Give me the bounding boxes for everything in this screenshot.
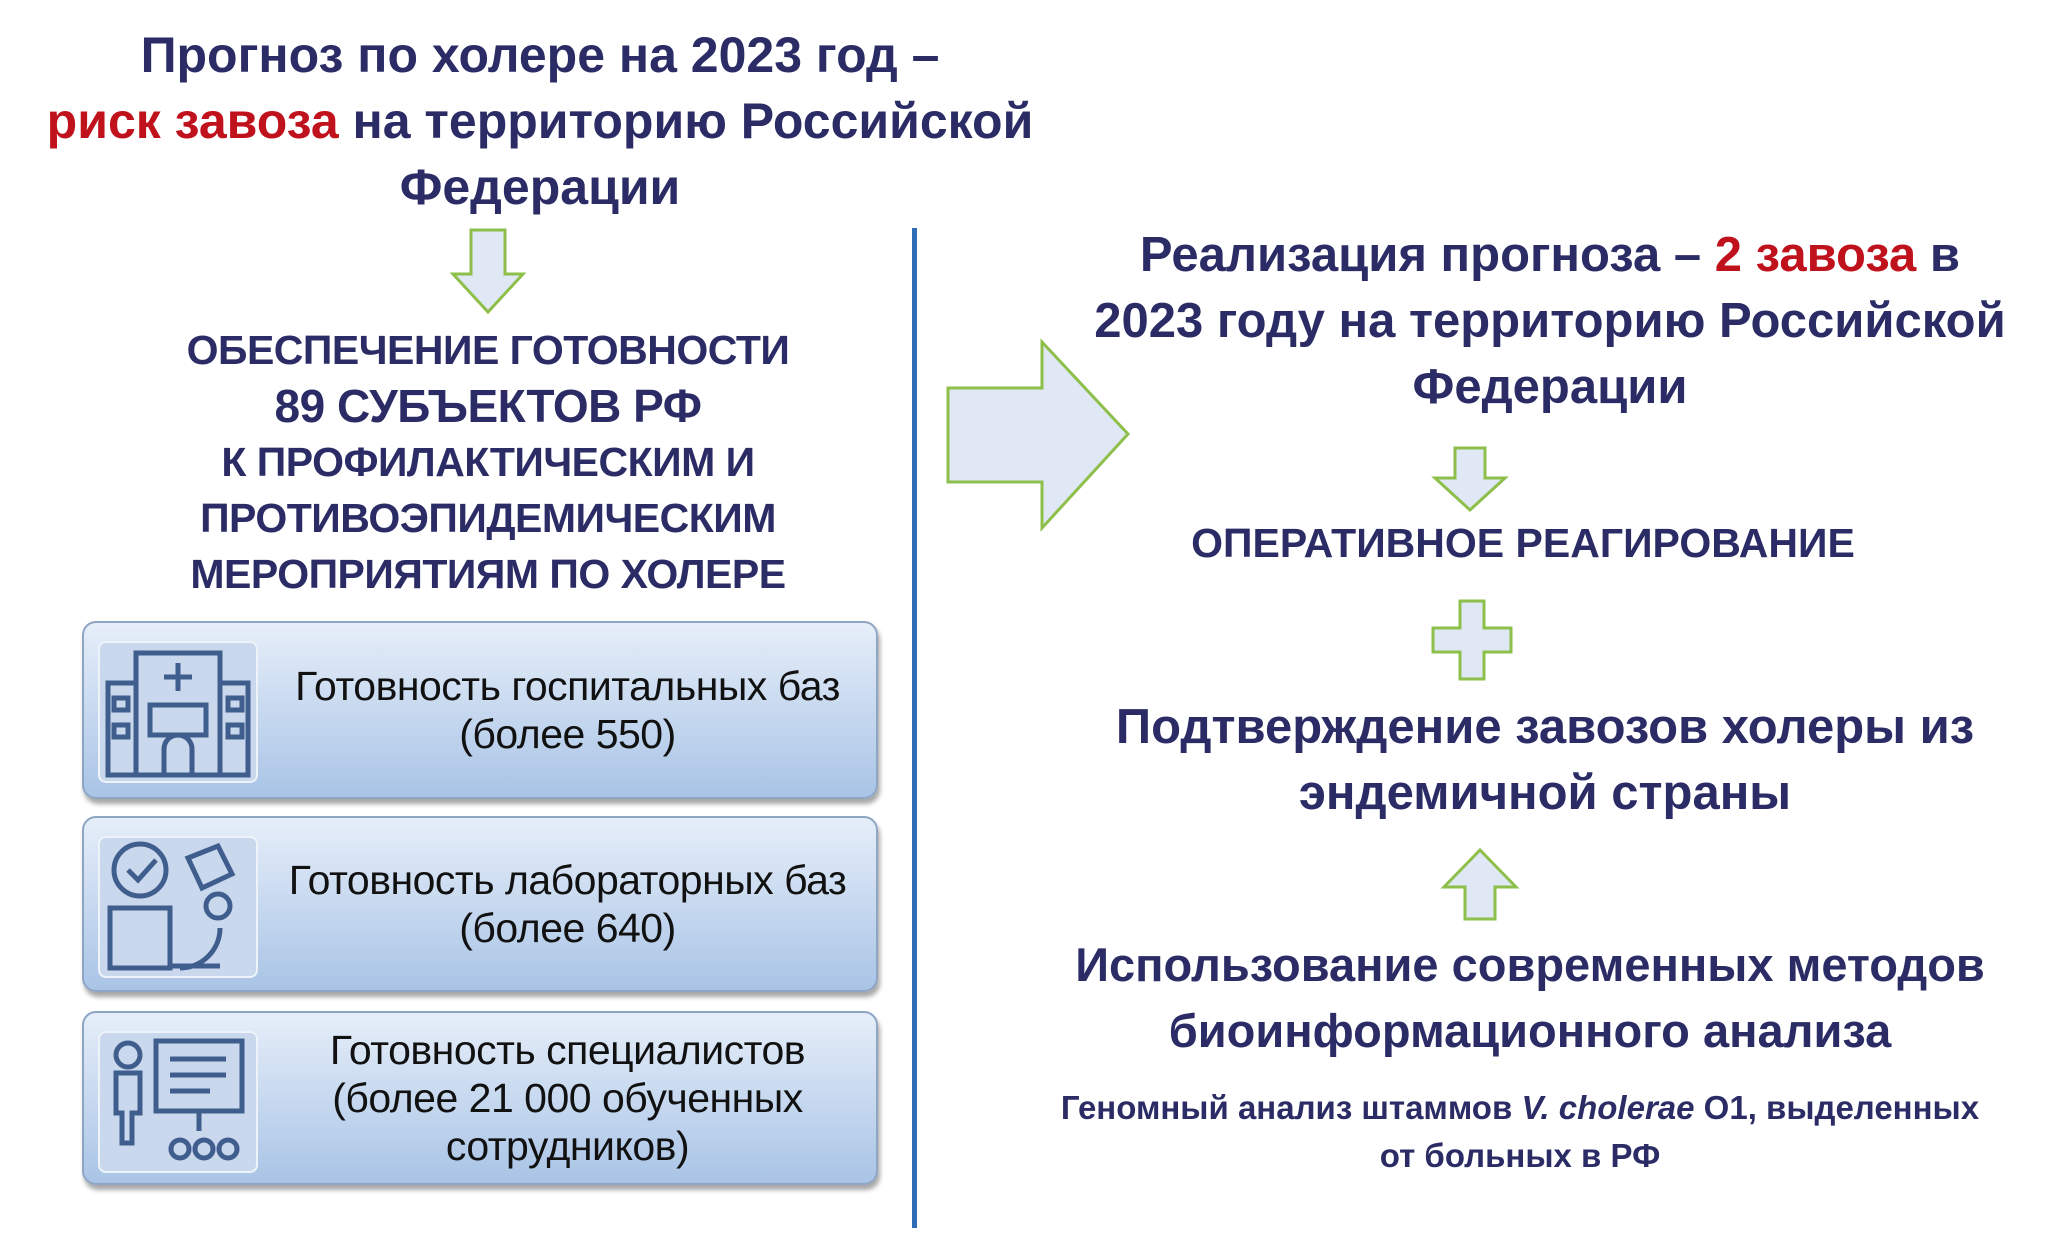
divider-line [912, 228, 917, 1228]
realization-highlight: 2 завоза [1714, 228, 1917, 282]
realization-text: Реализация прогноза – [1139, 228, 1715, 282]
realization-text-2: в 2023 году на территорию Российской Фед… [1094, 228, 2006, 414]
teacher-icon [98, 1031, 258, 1173]
arrow-down-icon [1431, 446, 1509, 513]
hospital-readiness-card: Готовность госпитальных баз (более 550) [82, 621, 878, 799]
genomic-text: Геномный анализ штаммов [1060, 1089, 1522, 1126]
import-confirmation: Подтверждение завозов холеры из эндемичн… [1115, 700, 1975, 820]
card-text: Готовность специалистов (более 21 000 об… [329, 1027, 806, 1169]
specialists-readiness-card: Готовность специалистов (более 21 000 об… [82, 1011, 878, 1185]
arrow-up-icon [1440, 847, 1520, 921]
laboratory-readiness-card: Готовность лабораторных баз (более 640) [82, 816, 878, 992]
preparedness-heading: ОБЕСПЕЧЕНИЕ ГОТОВНОСТИ 89 СУБЪЕКТОВ РФ К… [88, 322, 888, 602]
title-text-2: на территорию Российской Федерации [338, 93, 1034, 215]
species-name: V. cholerae [1521, 1089, 1695, 1126]
genomic-analysis: Геномный анализ штаммов V. cholerae О1, … [1050, 1084, 1990, 1180]
plus-icon [1431, 599, 1513, 681]
forecast-title: Прогноз по холере на 2023 год – риск заво… [0, 22, 1080, 220]
card-text: Готовность лабораторных баз (более 640) [288, 857, 847, 951]
genomic-text-2: О1, выделенных от больных в РФ [1379, 1089, 1980, 1174]
prep-subjects: 89 СУБЪЕКТОВ РФ [274, 380, 702, 432]
title-text: Прогноз по холере на 2023 год – [140, 27, 940, 83]
arrow-down-icon [449, 228, 527, 315]
card-text: Готовность госпитальных баз (более 550) [295, 663, 840, 757]
title-highlight: риск завоза [46, 93, 339, 149]
microscope-icon [98, 836, 258, 978]
operational-response: ОПЕРАТИВНОЕ РЕАГИРОВАНИЕ [1191, 520, 1855, 566]
hospital-icon [98, 641, 258, 783]
bioinformatics-methods: Использование современных методов биоинф… [1075, 938, 1985, 1057]
prep-line: ОБЕСПЕЧЕНИЕ ГОТОВНОСТИ [186, 327, 790, 373]
arrow-right-icon [946, 338, 1131, 532]
prep-line: К ПРОФИЛАКТИЧЕСКИМ И ПРОТИВОЭПИДЕМИЧЕСКИ… [190, 439, 786, 597]
realization-heading: Реализация прогноза – 2 завоза в 2023 го… [1080, 222, 2020, 420]
